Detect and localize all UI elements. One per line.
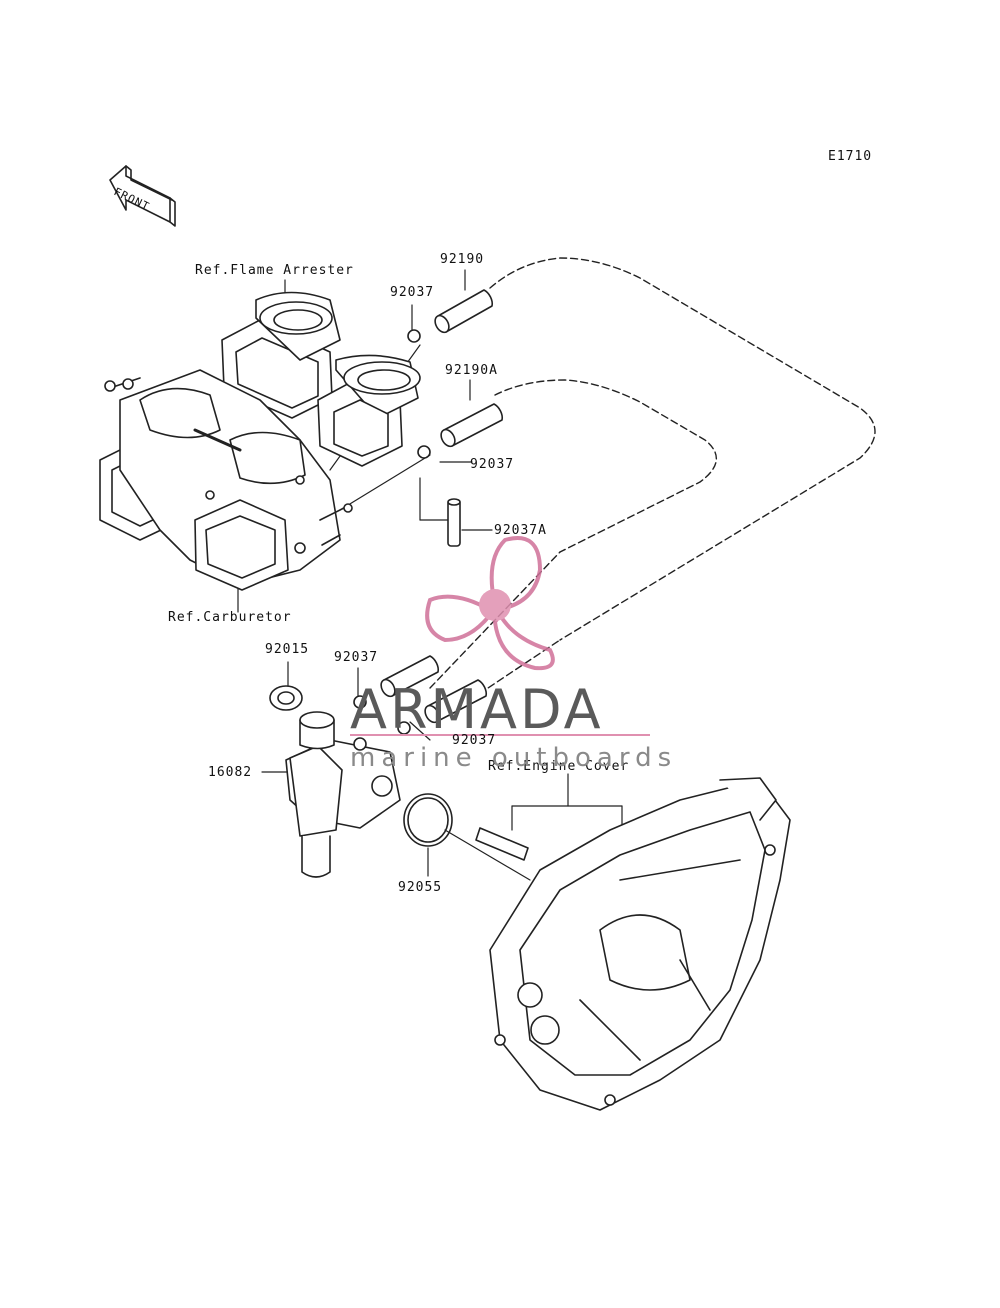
label-92190a: 92190A	[445, 363, 498, 378]
flame-arrester	[221, 291, 421, 467]
watermark-tagline: marine outboards	[350, 743, 678, 773]
o-ring-92055	[403, 793, 453, 847]
fitting-92015	[269, 685, 303, 711]
label-carburetor: Ref.Carburetor	[168, 610, 292, 625]
hose-lower-right	[424, 679, 488, 724]
armada-logo-icon	[425, 536, 555, 671]
diagram-code: E1710	[828, 149, 873, 164]
label-92037-left: 92037	[334, 650, 379, 665]
hose-lower-left	[380, 655, 440, 698]
label-92055: 92055	[398, 880, 443, 895]
engine-cover	[489, 777, 791, 1111]
front-arrow-icon	[109, 165, 176, 227]
clamp-92037a	[447, 498, 461, 547]
label-16082: 16082	[208, 765, 253, 780]
label-92037a: 92037A	[494, 523, 547, 538]
label-engine-cover: Ref.Engine Cover	[488, 759, 630, 774]
hose-92190a	[440, 403, 504, 448]
hose-92190	[434, 289, 494, 334]
stud-bolt	[475, 827, 529, 861]
label-92037-low: 92037	[452, 733, 497, 748]
carburetor-assembly	[99, 369, 353, 591]
watermark-brand: ARMADA	[350, 678, 604, 741]
label-92037-top: 92037	[390, 285, 435, 300]
pump-16082	[285, 711, 401, 878]
label-92037-mid: 92037	[470, 457, 515, 472]
label-92015: 92015	[265, 642, 310, 657]
label-92190: 92190	[440, 252, 485, 267]
label-flame-arrester: Ref.Flame Arrester	[195, 263, 354, 278]
